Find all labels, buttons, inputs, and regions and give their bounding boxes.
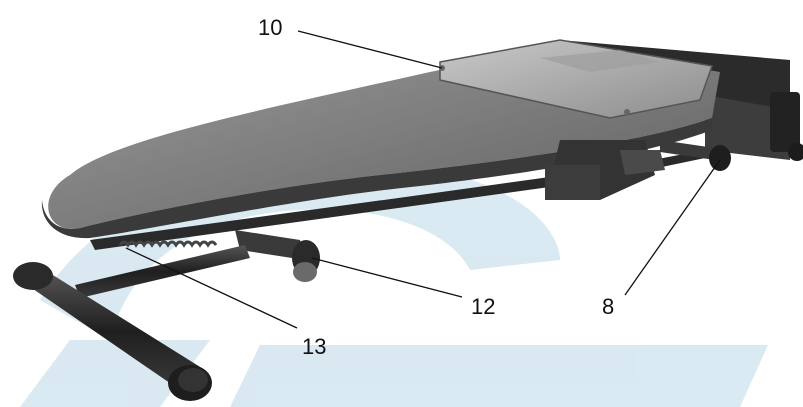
storage-lid <box>439 39 714 119</box>
leader-line-13 <box>125 247 298 329</box>
side-knob <box>660 140 731 171</box>
callout-13: 13 <box>302 334 327 359</box>
leader-lines <box>125 30 721 329</box>
leader-line-10 <box>297 30 443 69</box>
callout-12: 12 <box>471 294 496 319</box>
frame-underside <box>90 140 705 250</box>
folding-leg <box>13 245 250 401</box>
leader-line-8 <box>624 159 721 296</box>
callout-8: 8 <box>602 294 615 319</box>
spring <box>118 240 218 248</box>
callout-10: 10 <box>258 15 283 40</box>
adjuster-knob <box>235 230 320 282</box>
leader-line-12 <box>311 257 463 298</box>
